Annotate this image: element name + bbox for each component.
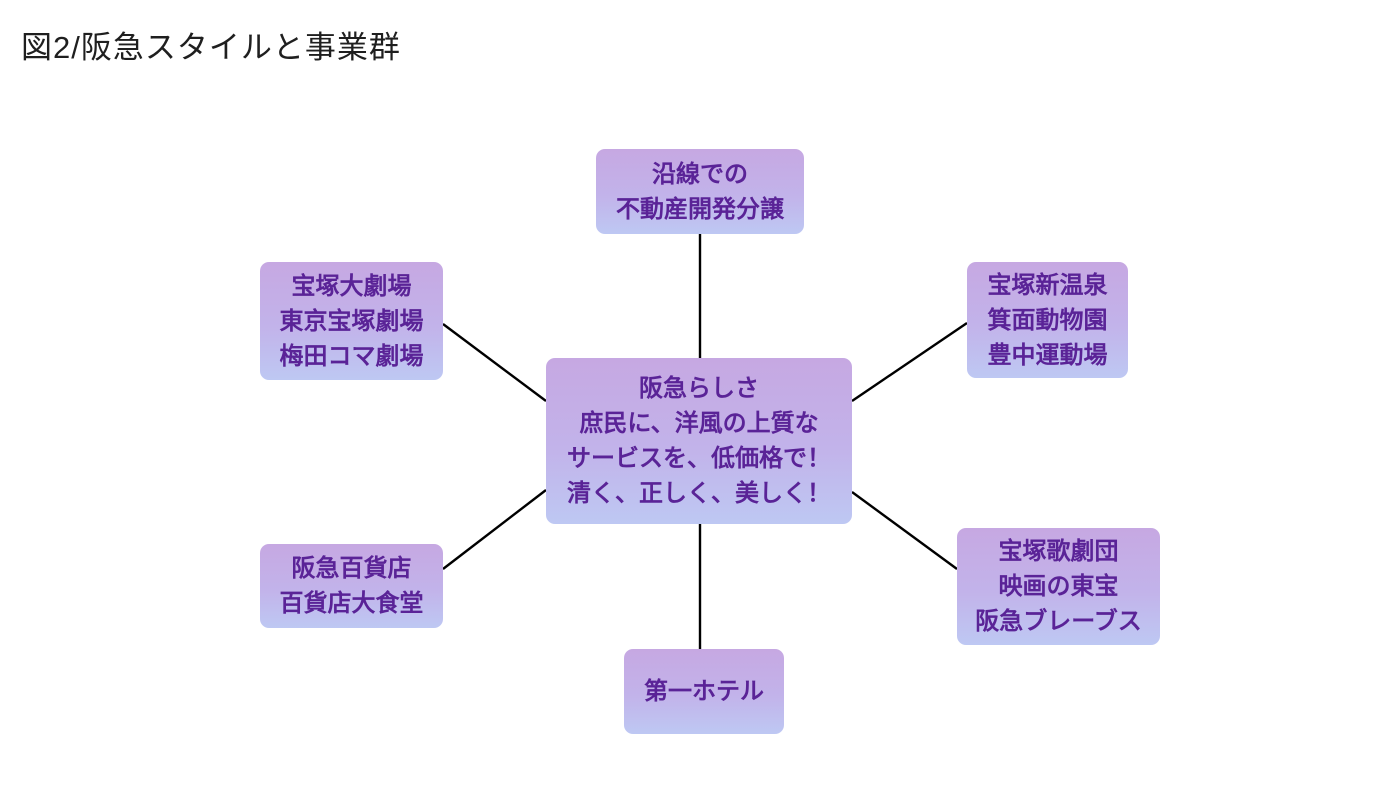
connector-top-left	[442, 323, 547, 402]
node-leisure-facilities: 宝塚新温泉 箕面動物園 豊中運動場	[967, 262, 1128, 378]
node-department-store-label: 阪急百貨店 百貨店大食堂	[279, 555, 424, 617]
connector-top-right	[851, 322, 968, 402]
node-entertainment-group-label: 宝塚歌劇団 映画の東宝 阪急ブレーブス	[975, 538, 1142, 635]
node-ensen-real-estate-label: 沿線での 不動産開発分譲	[616, 160, 784, 223]
connector-bottom-left	[442, 489, 547, 570]
node-department-store: 阪急百貨店 百貨店大食堂	[260, 544, 443, 628]
node-ensen-real-estate: 沿線での 不動産開発分譲	[596, 149, 804, 234]
node-daiichi-hotel: 第一ホテル	[624, 649, 784, 734]
node-theaters-label: 宝塚大劇場 東京宝塚劇場 梅田コマ劇場	[279, 272, 424, 370]
page-title: 図2/阪急スタイルと事業群	[21, 30, 401, 65]
node-leisure-facilities-label: 宝塚新温泉 箕面動物園 豊中運動場	[987, 271, 1108, 369]
node-hankyu-identity: 阪急らしさ 庶民に、洋風の上質な サービスを、低価格で！ 清く、正しく、美しく！	[546, 358, 852, 524]
node-daiichi-hotel-label: 第一ホテル	[644, 678, 764, 705]
node-hankyu-identity-label: 阪急らしさ 庶民に、洋風の上質な サービスを、低価格で！ 清く、正しく、美しく！	[567, 375, 831, 507]
connector-bottom-right	[851, 491, 958, 570]
node-entertainment-group: 宝塚歌劇団 映画の東宝 阪急ブレーブス	[957, 528, 1160, 645]
node-theaters: 宝塚大劇場 東京宝塚劇場 梅田コマ劇場	[260, 262, 443, 380]
